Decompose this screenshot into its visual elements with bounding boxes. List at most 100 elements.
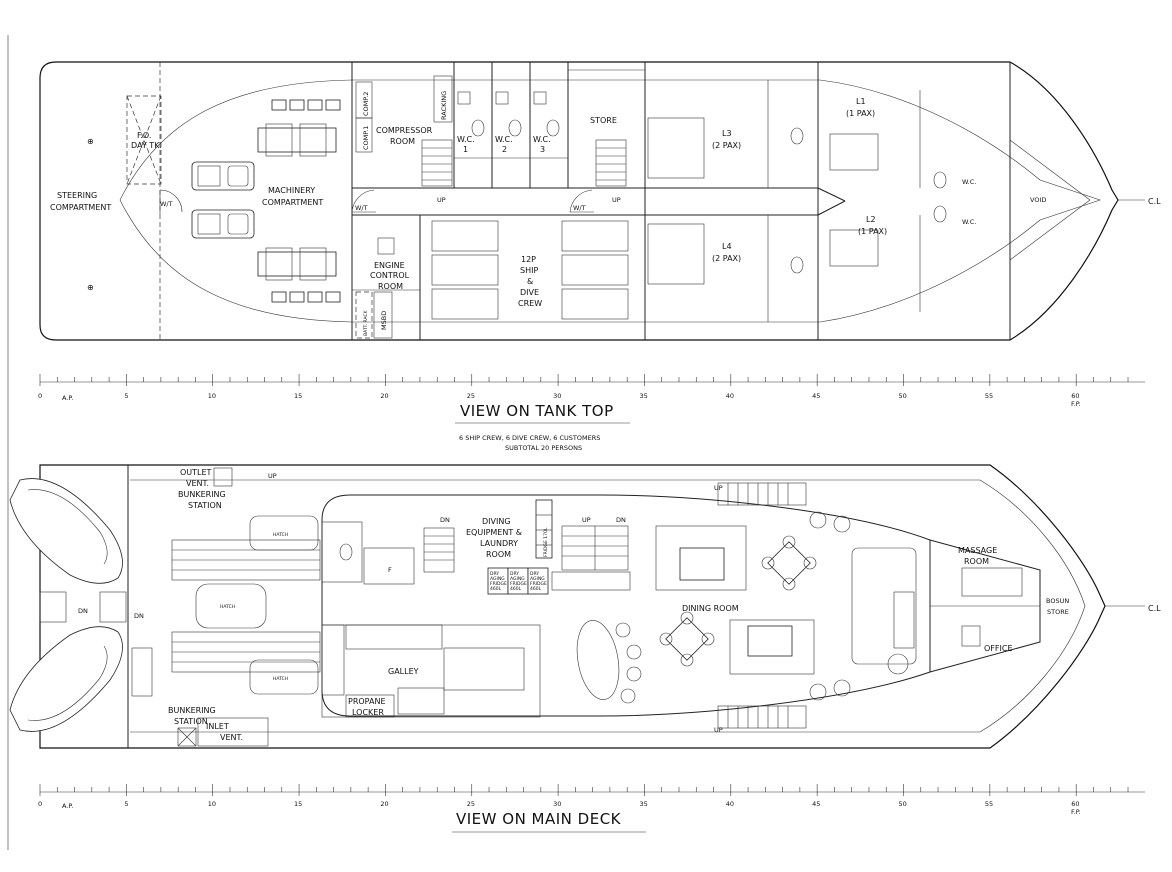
store-label: STORE xyxy=(590,116,617,125)
scale-bottom-tick-label: 50 xyxy=(899,800,907,808)
lounge-oval-table xyxy=(576,620,620,700)
counter-forward xyxy=(551,571,631,591)
crew-label-2: SHIP xyxy=(520,266,538,275)
generator-bottom xyxy=(191,209,255,239)
scale-top-tick-label: 25 xyxy=(467,392,475,400)
deck-chair-1 xyxy=(809,511,827,529)
outlet-vent-box xyxy=(213,467,233,487)
stern-davit xyxy=(39,591,67,623)
inlet-label-1: INLET xyxy=(206,722,229,731)
svg-text:DRY: DRY xyxy=(510,571,519,577)
battery-label: BATT. RACK xyxy=(363,309,369,336)
void-line-2 xyxy=(1009,199,1091,261)
stair-diving xyxy=(423,527,455,573)
scale-top-tick-label: 50 xyxy=(899,392,907,400)
wt-label-aft: W/T xyxy=(160,200,173,208)
svg-text:DRY: DRY xyxy=(490,571,499,577)
up-label-side-top: UP xyxy=(714,484,723,492)
tender-boat-top xyxy=(9,478,123,584)
stair-aft xyxy=(421,139,453,187)
hatch-label-2: HATCH xyxy=(220,604,235,610)
stool-1 xyxy=(615,622,631,638)
svg-text:DRY: DRY xyxy=(530,571,539,577)
toilet-1 xyxy=(471,119,485,137)
massage-label-1: MASSAGE xyxy=(958,546,997,555)
shower-main-deck xyxy=(363,547,415,585)
crew-label-4: DIVE xyxy=(520,288,539,297)
svg-text:460L: 460L xyxy=(490,586,502,592)
steering-label-2: COMPARTMENT xyxy=(50,203,111,212)
scale-bottom-tick-label: 10 xyxy=(208,800,216,808)
bed-l1 xyxy=(829,133,879,171)
wc1-number: 1 xyxy=(463,145,468,154)
deck-chair-3 xyxy=(809,683,827,701)
outlet-label-4: STATION xyxy=(188,501,222,510)
toilet-2 xyxy=(508,119,522,137)
inlet-vent-area xyxy=(197,717,269,747)
main-deck-cl-label: C.L xyxy=(1148,604,1161,613)
tank-top-title: VIEW ON TANK TOP xyxy=(460,402,614,420)
crew-label-1: 12P xyxy=(521,255,536,264)
svg-text:AGING: AGING xyxy=(510,576,525,582)
tank-top-hull-outline xyxy=(39,61,1119,341)
l2-label-2: (1 PAX) xyxy=(858,227,887,236)
scale-top-tick-label: 60 xyxy=(1071,392,1079,400)
outlet-label-2: VENT. xyxy=(186,479,209,488)
massage-label-2: ROOM xyxy=(964,557,989,566)
diving-label-4: ROOM xyxy=(486,550,511,559)
galley-range xyxy=(397,687,445,715)
tender-boat-bottom xyxy=(9,626,123,732)
dry-aging-fridge-2: DRY AGING FRIDGE 460L xyxy=(507,567,529,595)
svg-text:FRIDGE: FRIDGE xyxy=(530,581,547,587)
toilet-l1 xyxy=(933,171,947,189)
fo-day-tank-label-2: DAY TK. xyxy=(131,141,162,150)
l4-label-1: L4 xyxy=(722,242,732,251)
msbd-box xyxy=(373,291,393,339)
msbd-label: MSBD xyxy=(380,311,388,330)
pumps-top xyxy=(271,99,341,111)
fp-label-bottom: F.P. xyxy=(1071,808,1081,816)
bed-l4 xyxy=(647,223,705,285)
wc2-label: W.C. xyxy=(495,135,513,144)
wc2-number: 2 xyxy=(502,145,507,154)
ap-label-bottom: A.P. xyxy=(62,802,73,810)
ecr-chair xyxy=(377,237,395,255)
fp-label-top: F.P. xyxy=(1071,400,1081,408)
corridor-taper-top xyxy=(817,187,846,202)
diving-label-2: EQUIPMENT & xyxy=(466,528,522,537)
deck-chair-2 xyxy=(833,515,851,533)
steering-icon-bottom: ⊕ xyxy=(87,283,94,292)
tank-top-subtitle-2: SUBTOTAL 20 PERSONS xyxy=(505,444,582,452)
dining-banquette-fwd xyxy=(729,619,815,675)
outlet-label-1: OUTLET xyxy=(180,468,212,477)
main-deck-title: VIEW ON MAIN DECK xyxy=(456,810,622,828)
svg-text:460L: 460L xyxy=(530,586,542,592)
toilet-l2 xyxy=(933,205,947,223)
corridor-taper-bottom xyxy=(817,200,846,216)
rack-bottom xyxy=(171,631,321,673)
scale-top-tick-label: 45 xyxy=(812,392,820,400)
fridge-vertical-label: FRIDGE 170L xyxy=(543,527,549,557)
scale-top-tick-label: 30 xyxy=(553,392,561,400)
l4-label-2: (2 PAX) xyxy=(712,254,741,263)
basin-1 xyxy=(457,91,471,105)
scale-bottom-tick-label: 60 xyxy=(1071,800,1079,808)
comp1-label: COMP.1 xyxy=(362,126,370,150)
rack-top xyxy=(171,539,321,581)
wc-label-l1: W.C. xyxy=(962,178,976,186)
galley-counter-top xyxy=(345,624,443,650)
scale-bottom-tick-label: 0 xyxy=(38,800,42,808)
wc-label-l2: W.C. xyxy=(962,218,976,226)
deck-locker xyxy=(131,647,153,697)
wt-label-machinery: W/T xyxy=(355,204,368,212)
racking-box xyxy=(433,75,453,123)
dining-table-fwd xyxy=(747,625,793,657)
hatch-center xyxy=(195,583,267,629)
wc3-label: W.C. xyxy=(533,135,551,144)
up-label-stair: UP xyxy=(582,516,591,524)
up-label-outlet: UP xyxy=(268,472,277,480)
tank-top-subtitle-1: 6 SHIP CREW, 6 DIVE CREW, 6 CUSTOMERS xyxy=(459,434,600,442)
